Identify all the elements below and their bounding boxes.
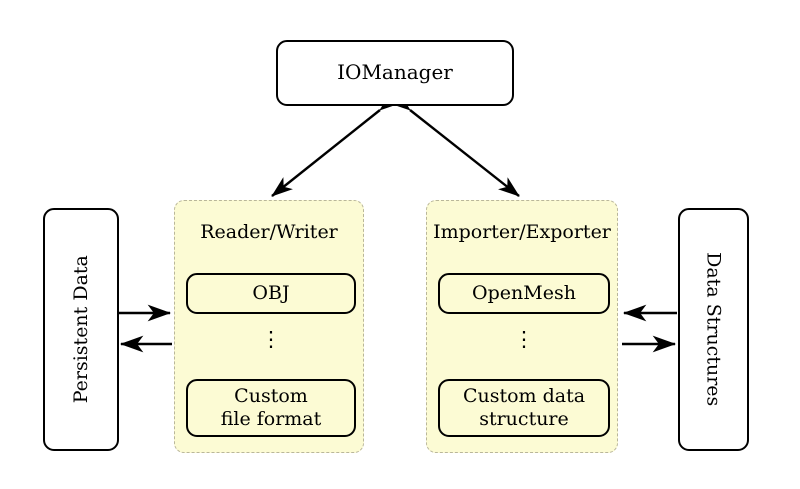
node-custom-file-format-line1: Custom [234,385,308,408]
ellipsis-importer-exporter: ⋮ [513,327,535,351]
node-openmesh[interactable]: OpenMesh [438,273,610,314]
node-custom-file-format-label: Custom file format [221,385,322,431]
ellipsis-reader-writer: ⋮ [260,327,282,351]
arrow-manager-readerwriter [271,91,401,197]
node-custom-data-structure-label: Custom data structure [463,385,585,431]
arrow-manager-importerexporter [389,91,520,197]
node-custom-file-format[interactable]: Custom file format [186,379,356,437]
node-custom-data-structure-line2: structure [479,408,569,430]
node-iomanager-label: IOManager [337,60,453,85]
node-data-structures[interactable]: Data Structures [678,208,749,451]
node-obj-label: OBJ [252,282,290,305]
node-custom-data-structure-line1: Custom data [462,385,586,408]
group-importer-exporter-title: Importer/Exporter [433,221,611,243]
node-custom-file-format-line2: file format [220,408,322,430]
node-persistent-data-label: Persistent Data [69,255,92,404]
node-persistent-data[interactable]: Persistent Data [43,208,119,451]
node-iomanager[interactable]: IOManager [276,40,514,106]
group-reader-writer-title: Reader/Writer [200,221,338,243]
node-obj[interactable]: OBJ [186,273,356,314]
node-openmesh-label: OpenMesh [472,282,576,305]
node-custom-data-structure[interactable]: Custom data structure [438,379,610,437]
node-data-structures-label: Data Structures [702,252,725,407]
